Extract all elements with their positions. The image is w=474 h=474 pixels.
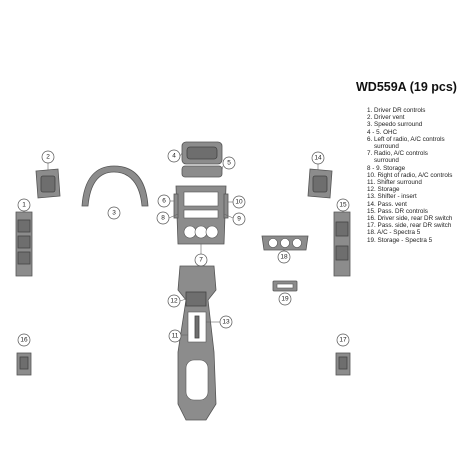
callout-10: 10	[232, 195, 246, 209]
callout-6: 6	[157, 194, 171, 208]
callout-7: 7	[194, 253, 208, 267]
part-right-of-radio	[223, 193, 229, 219]
part-ac-spectra-knob-3	[292, 238, 302, 248]
callout-3: 3	[107, 206, 121, 220]
svg-text:14: 14	[314, 155, 322, 162]
callout-4: 4	[167, 149, 181, 163]
svg-text:4: 4	[172, 153, 176, 160]
part-radio-storage-upper	[183, 209, 219, 219]
callout-16: 16	[17, 333, 31, 347]
svg-text:13: 13	[222, 319, 230, 326]
part-ac-spectra-knob-1	[268, 238, 278, 248]
part-rear-dr-switch-pass-btn	[338, 356, 348, 370]
part-pass-dr-switch-b	[335, 245, 349, 261]
part-driver-dr-switch-c	[17, 251, 31, 265]
legend-item: 14. Pass. vent	[367, 200, 407, 208]
svg-text:2: 2	[46, 154, 50, 161]
callout-11: 11	[168, 329, 182, 343]
svg-text:15: 15	[339, 202, 347, 209]
callout-15: 15	[336, 198, 350, 212]
svg-text:3: 3	[112, 210, 116, 217]
part-storage	[185, 291, 207, 307]
part-driver-vent-inner	[40, 175, 56, 193]
legend-item: 17. Pass. side, rear DR switch	[367, 222, 452, 230]
legend-item: 12. Storage	[367, 186, 400, 194]
callout-1: 1	[17, 198, 31, 212]
callout-13: 13	[219, 315, 233, 329]
part-ohc-bottom	[181, 165, 223, 178]
legend-item: 11. Shifter surround	[367, 179, 422, 187]
legend-item: 1. Driver DR controls	[367, 107, 426, 114]
svg-text:6: 6	[162, 198, 166, 205]
legend-item: surround	[367, 157, 399, 165]
callout-17: 17	[336, 333, 350, 347]
svg-text:9: 9	[237, 216, 241, 223]
part-console-cupholder	[185, 359, 209, 401]
part-left-of-radio	[173, 193, 179, 219]
part-ac-knob-left	[183, 225, 197, 239]
part-storage-spectra-inner	[276, 283, 294, 289]
legend-item: 16. Driver side, rear DR switch	[367, 215, 453, 223]
svg-text:12: 12	[170, 298, 178, 305]
svg-text:18: 18	[280, 254, 288, 261]
svg-text:17: 17	[339, 337, 347, 344]
callout-5: 5	[222, 156, 236, 170]
part-driver-dr-switch-b	[17, 235, 31, 249]
callout-12: 12	[167, 294, 181, 308]
callout-18: 18	[277, 250, 291, 264]
svg-text:10: 10	[235, 199, 243, 206]
part-ac-knob-center	[194, 225, 208, 239]
legend-item: 13. Shifter - insert	[367, 193, 417, 201]
legend-item: surround	[367, 143, 399, 151]
svg-text:5: 5	[227, 160, 231, 167]
part-rear-dr-switch-driver-btn	[19, 356, 29, 370]
legend-item: 7. Radio, A/C controls	[367, 150, 428, 158]
svg-text:1: 1	[22, 202, 26, 209]
svg-text:8: 8	[161, 215, 165, 222]
svg-text:19: 19	[281, 296, 289, 303]
callout-19: 19	[278, 292, 292, 306]
callout-9: 9	[232, 212, 246, 226]
parts-legend: 1. Driver DR controls 2. Driver vent 3. …	[367, 107, 452, 244]
part-pass-dr-switch-a	[335, 221, 349, 237]
callout-8: 8	[156, 211, 170, 225]
part-driver-dr-switch-a	[17, 219, 31, 233]
part-ac-spectra-knob-2	[280, 238, 290, 248]
legend-item: 10. Right of radio, A/C controls	[367, 171, 453, 179]
part-pass-vent-inner	[312, 175, 328, 193]
legend-item: 6. Left of radio, A/C controls	[367, 135, 445, 143]
part-ohc-top-lens	[186, 146, 218, 160]
legend-item: 18. A/C - Spectra 5	[367, 229, 421, 237]
part-speedo-surround	[81, 165, 149, 207]
svg-text:7: 7	[199, 257, 203, 264]
part-radio-opening	[183, 191, 219, 207]
legend-item: 2. Driver vent	[367, 114, 405, 122]
svg-text:11: 11	[172, 333, 179, 340]
svg-text:16: 16	[20, 337, 28, 344]
part-ac-knob-right	[205, 225, 219, 239]
legend-item: 3. Speedo surround	[367, 121, 423, 129]
legend-item: 8 - 9. Storage	[367, 164, 406, 172]
kit-title: WD559A (19 pcs)	[356, 80, 457, 94]
callout-2: 2	[41, 150, 55, 164]
callout-14: 14	[311, 151, 325, 165]
legend-item: 19. Storage - Spectra 5	[367, 236, 433, 244]
legend-item: 15. Pass. DR controls	[367, 207, 428, 215]
legend-item: 4 - 5. OHC	[367, 128, 398, 136]
part-shifter-insert-slot	[194, 315, 200, 339]
